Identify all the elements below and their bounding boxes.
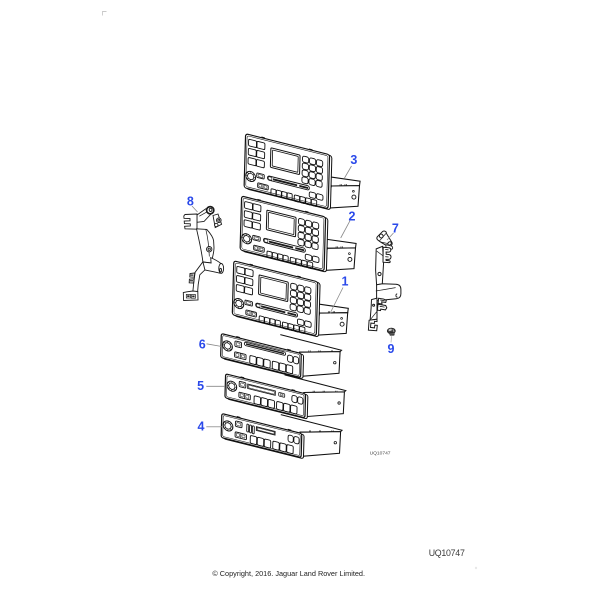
svg-text:4: 4 — [198, 420, 205, 434]
svg-text:3: 3 — [350, 153, 357, 167]
svg-text:© Copyright, 2016. Jaguar Land: © Copyright, 2016. Jaguar Land Rover Lim… — [212, 569, 365, 578]
svg-text:6: 6 — [199, 338, 206, 352]
svg-text:1: 1 — [342, 275, 349, 289]
svg-text:UQ10747: UQ10747 — [429, 548, 465, 558]
svg-text:9: 9 — [388, 342, 395, 356]
svg-text:5: 5 — [197, 379, 204, 393]
svg-text:2: 2 — [349, 210, 356, 224]
svg-text:UQ10747: UQ10747 — [370, 450, 391, 456]
svg-text:8: 8 — [187, 195, 194, 209]
svg-text:7: 7 — [392, 222, 399, 236]
